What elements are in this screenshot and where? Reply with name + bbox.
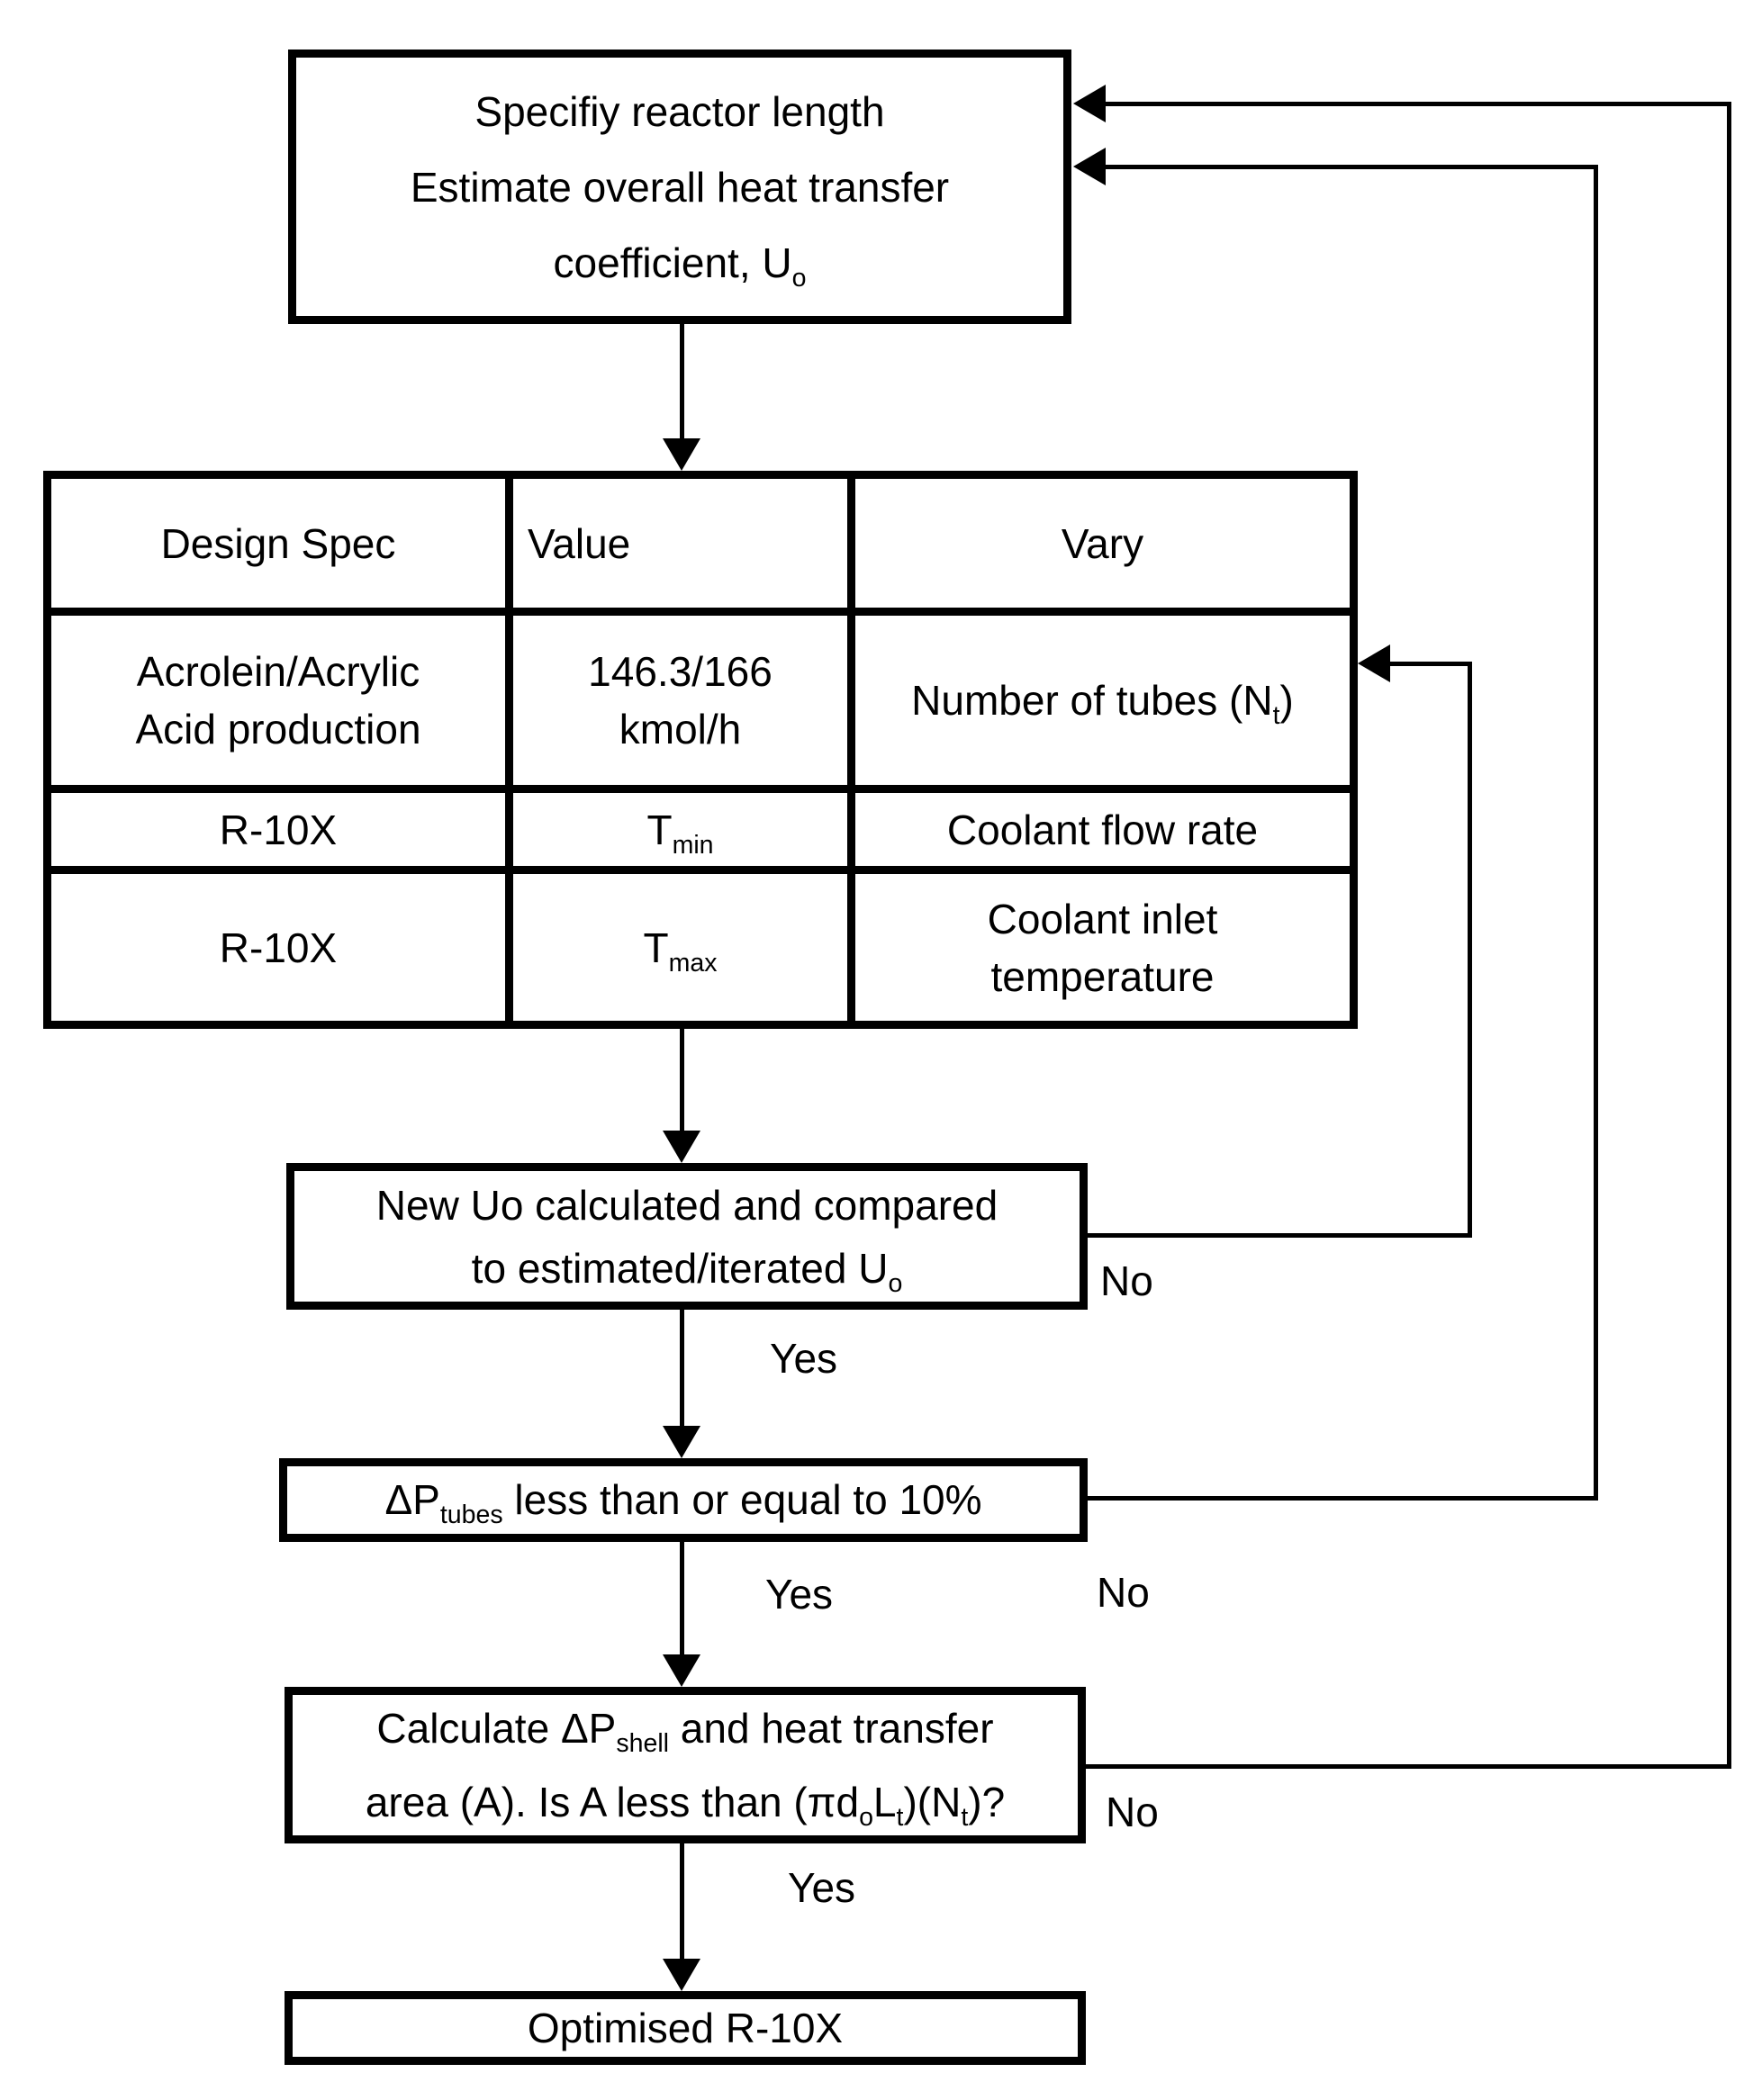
dp-tubes-decision-box: ΔPtubes less than or equal to 10% [279,1458,1088,1542]
design-spec-table: Design Spec Value Vary Acrolein/Acrylic … [43,471,1358,1029]
new-uo-box: New Uo calculated and compared to estima… [286,1163,1088,1310]
table-cell-vary-tubes: Number of tubes (Nt) [855,616,1350,793]
specify-reactor-box: Specifiy reactor length Estimate overall… [288,50,1071,324]
table-cell-spec-production: Acrolein/Acrylic Acid production [51,616,513,793]
arrow-down-icon [663,438,700,471]
arrow-left-icon [1073,148,1106,185]
dp-tubes-line: ΔPtubes less than or equal to 10% [384,1476,982,1530]
feedback-calc-horizontal [1086,1764,1731,1769]
no-label-new-uo: No [1100,1257,1153,1304]
calc-line-2: area (A). Is A less than (πdoLt)(Nt)? [365,1779,1006,1833]
feedback-calc-into-topbox [1104,102,1730,106]
calc-shell-decision-box: Calculate ΔPshell and heat transfer area… [285,1687,1086,1843]
table-cell-spec-r10x-min: R-10X [51,793,513,874]
table-header-design-spec: Design Spec [51,479,513,616]
feedback-dptubes-vertical [1594,165,1598,1501]
specify-line-3: coefficient, Uo [553,239,807,293]
no-label-calc: No [1106,1789,1159,1835]
specify-line-2: Estimate overall heat transfer [410,163,950,211]
new-uo-line-2: to estimated/iterated Uo [471,1244,903,1298]
optimised-box: Optimised R-10X [285,1991,1086,2065]
connector-table-newuo [680,1029,684,1132]
feedback-dptubes-horizontal [1088,1496,1598,1501]
yes-label-dp-tubes: Yes [765,1571,834,1618]
table-cell-value-tmin: Tmin [513,793,855,874]
connector-topbox-table [680,324,684,442]
arrow-down-icon [663,1959,700,1991]
arrow-down-icon [663,1654,700,1687]
table-cell-vary-coolant-flow: Coolant flow rate [855,793,1350,874]
arrow-left-icon [1073,85,1106,122]
yes-label-new-uo: Yes [770,1335,838,1382]
connector-dptubes-calc [680,1542,684,1656]
feedback-newuo-vertical [1468,662,1472,1238]
feedback-calc-vertical [1727,102,1731,1769]
connector-calc-optimised [680,1843,684,1959]
no-label-dp-tubes: No [1097,1569,1150,1616]
arrow-down-icon [663,1131,700,1163]
new-uo-line-1: New Uo calculated and compared [375,1181,998,1229]
table-header-value: Value [513,479,855,616]
specify-line-1: Specifiy reactor length [474,87,885,135]
table-cell-spec-r10x-max: R-10X [51,874,513,1021]
arrow-down-icon [663,1426,700,1458]
table-cell-value-production: 146.3/166 kmol/h [513,616,855,793]
connector-newuo-dptubes [680,1310,684,1428]
table-header-vary: Vary [855,479,1350,616]
arrow-left-icon [1358,644,1390,682]
feedback-newuo-horizontal [1088,1233,1472,1238]
yes-label-calc: Yes [788,1864,856,1911]
table-cell-vary-coolant-inlet: Coolant inlet temperature [987,895,1218,1000]
optimised-line: Optimised R-10X [527,2004,844,2051]
table-cell-value-tmax: Tmax [513,874,855,1021]
calc-line-1: Calculate ΔPshell and heat transfer [376,1705,994,1759]
feedback-dptubes-into-topbox [1104,165,1597,169]
feedback-newuo-into-table [1388,662,1472,666]
